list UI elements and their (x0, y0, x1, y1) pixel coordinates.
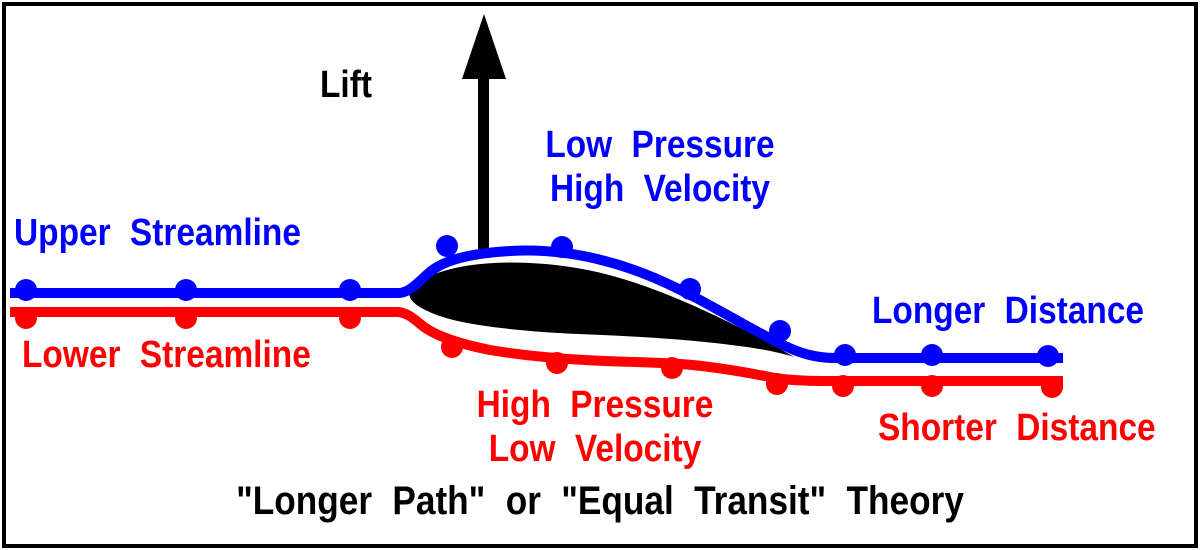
high-pressure-low-velocity-label: High Pressure Low Velocity (463, 384, 727, 471)
streamline-dot (436, 235, 458, 257)
streamline-dot (834, 344, 856, 366)
upper-streamline-path (10, 245, 1063, 363)
lower-streamline-dots (15, 307, 1063, 398)
streamline-dot (15, 279, 37, 301)
low-velocity-line: Low Velocity (488, 427, 702, 470)
lift-arrow-head (462, 14, 506, 79)
streamline-dot (921, 375, 943, 397)
streamline-dot (551, 236, 573, 258)
streamline-dot (661, 357, 683, 379)
upper-streamline-label: Upper Streamline (14, 212, 301, 254)
low-pressure-line: Low Pressure (545, 124, 775, 166)
lift-label: Lift (320, 64, 372, 106)
streamline-dot (339, 279, 361, 301)
streamline-dot (175, 307, 197, 329)
streamline-dot (766, 373, 788, 395)
streamline-dot (1041, 376, 1063, 398)
high-pressure-line: High Pressure (476, 384, 714, 426)
longer-distance-label: Longer Distance (872, 290, 1145, 332)
streamline-dot (339, 307, 361, 329)
shorter-distance-label: Shorter Distance (878, 407, 1156, 449)
streamline-dot (175, 279, 197, 301)
streamline-dot (832, 375, 854, 397)
low-pressure-high-velocity-label: Low Pressure High Velocity (524, 124, 797, 211)
streamline-dot (15, 307, 37, 329)
streamline-dot (546, 352, 568, 374)
streamline-dot (769, 320, 791, 342)
streamline-dot (679, 278, 701, 300)
airfoil-shape (406, 259, 808, 365)
high-velocity-line: High Velocity (549, 167, 770, 210)
streamline-dot (441, 336, 463, 358)
streamline-dot (1037, 345, 1059, 367)
lift-arrow (462, 14, 506, 258)
lift-arrow-shaft (478, 76, 489, 258)
upper-streamline-dots (15, 235, 1059, 367)
caption-title: "Longer Path" or "Equal Transit" Theory (236, 479, 964, 523)
lower-streamline-label: Lower Streamline (22, 334, 311, 376)
streamline-dot (921, 344, 943, 366)
